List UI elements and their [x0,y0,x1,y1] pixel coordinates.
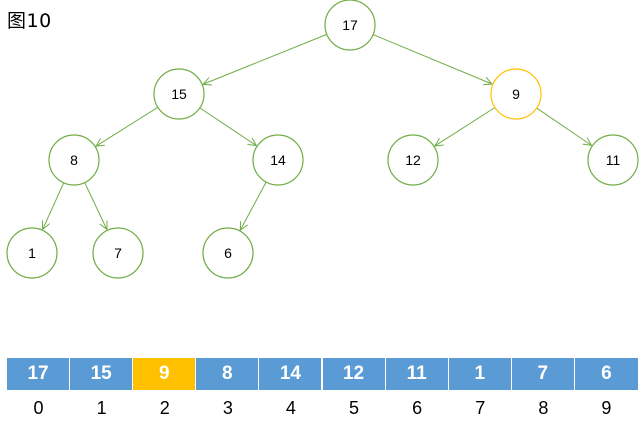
array-index-label: 8 [538,397,549,418]
figure-label: 图10 [7,10,52,32]
tree-node: 15 [153,68,205,120]
tree-node: 7 [92,227,144,279]
tree-edge [372,34,492,84]
array-index-label: 6 [412,397,423,418]
tree-node: 6 [202,227,254,279]
tree-edge [203,33,328,84]
array-cell: 14 [259,358,323,390]
tree-node-label: 7 [114,245,122,261]
tree-edge [240,181,267,230]
array-index-label: 0 [33,397,44,418]
array-cell: 17 [7,358,71,390]
tree-node-circle [490,68,542,120]
tree-node: 17 [324,0,376,51]
tree-node-label: 17 [342,17,358,33]
array-index-label: 7 [475,397,486,418]
array-cell: 12 [322,358,386,390]
tree-node: 12 [387,134,439,186]
array-index-label: 5 [349,397,360,418]
tree-node-label: 1 [28,245,36,261]
tree-edge [199,107,257,146]
tree-edge [43,182,65,230]
array-cell: 11 [385,358,449,390]
tree-node-label: 6 [224,245,232,261]
tree-edge [84,182,107,230]
tree-node-circle [587,134,639,186]
tree-node-label: 14 [270,152,286,168]
tree-node: 1 [6,227,58,279]
array-index-label: 3 [222,397,233,418]
array-cell: 15 [70,358,134,390]
tree-node: 8 [48,134,100,186]
array-cell: 8 [196,358,260,390]
tree-edge [435,107,496,145]
tree-node-circle [153,68,205,120]
array-index-label: 9 [601,397,612,418]
tree-node-circle [252,134,304,186]
tree-node-circle [48,134,100,186]
array-index-label: 1 [96,397,107,418]
tree-node-circle [202,227,254,279]
tree-node-label: 11 [606,152,621,168]
tree-node: 11 [587,134,639,186]
tree-edge [536,107,592,145]
tree-node: 14 [252,134,304,186]
tree-node-label: 15 [171,86,187,102]
array-cell: 9 [133,358,197,390]
tree-edge [96,106,159,146]
tree-node-label: 12 [405,152,421,168]
tree-node-circle [6,227,58,279]
array-index-label: 2 [159,397,170,418]
tree-node-circle [92,227,144,279]
array-cell: 6 [574,358,638,390]
array-index-label: 4 [285,397,296,418]
tree-node-label: 9 [512,86,520,102]
tree-node-circle [324,0,376,51]
array-cell: 7 [511,358,575,390]
tree-node-circle [387,134,439,186]
tree-node-label: 8 [70,152,78,168]
tree-node: 9 [490,68,542,120]
array-cell: 1 [448,358,512,390]
